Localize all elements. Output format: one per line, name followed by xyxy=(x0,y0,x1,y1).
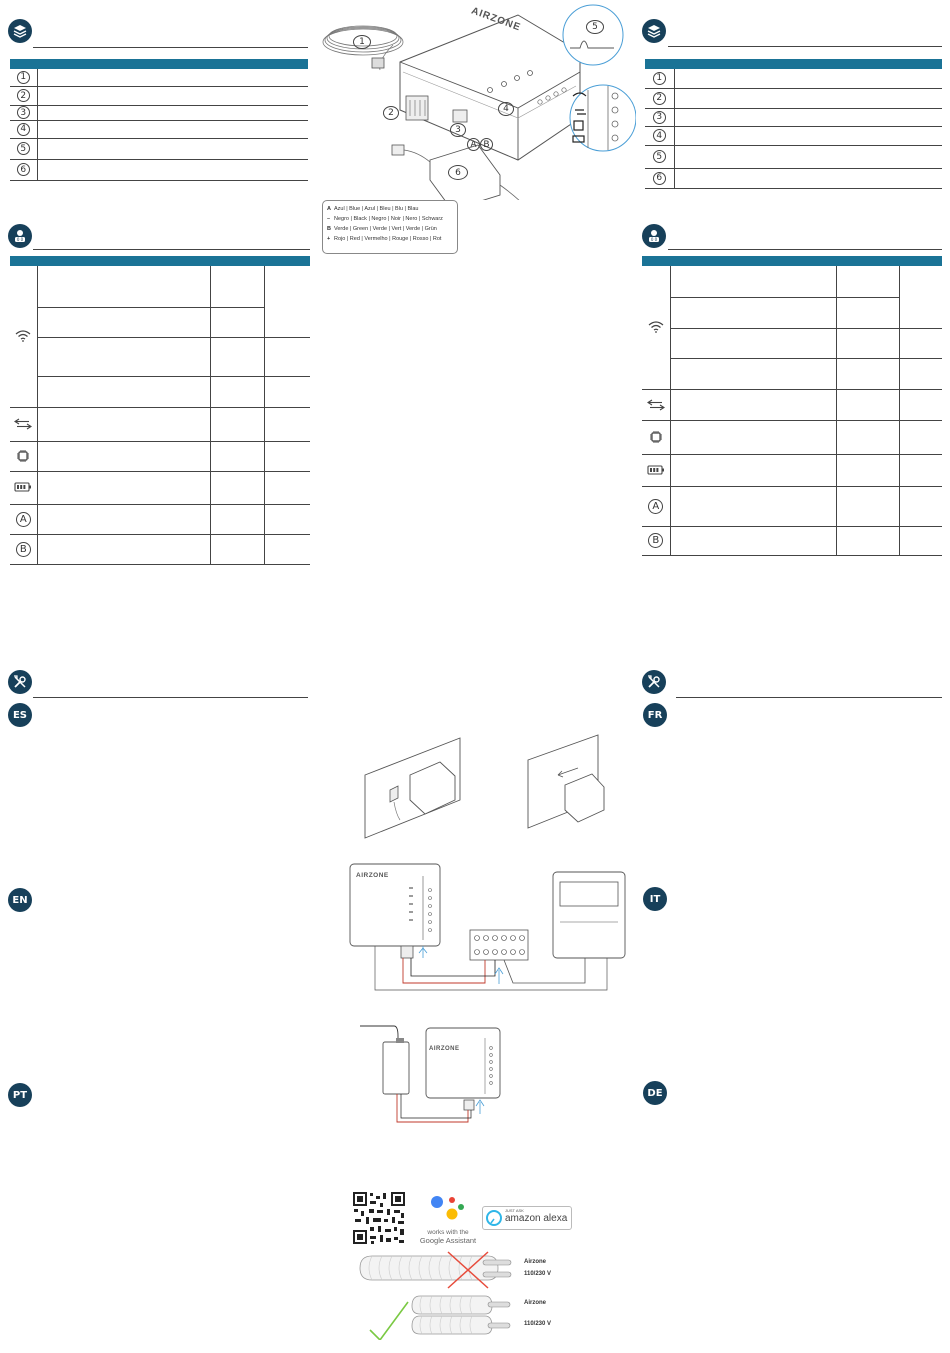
terminal-b-marker: B xyxy=(15,541,31,557)
component-number: 6 xyxy=(652,171,666,185)
google-line-1: works with the xyxy=(427,1229,469,1236)
layers-icon-badge xyxy=(8,19,32,43)
technician-icon-badge: 0 0 xyxy=(8,224,32,248)
legend-row: –Negro | Black | Negro | Noir | Nero | S… xyxy=(327,216,443,222)
alexa-big-text: amazon alexa xyxy=(505,1213,568,1224)
callout-6: 6 xyxy=(448,165,468,180)
component-number: 2 xyxy=(652,91,666,105)
power-supply-diagram xyxy=(360,1025,501,1123)
terminal-a-marker: A xyxy=(15,511,31,527)
cable-label-power-wrong: 110/230 V xyxy=(524,1271,552,1277)
section-rule xyxy=(668,249,942,250)
svg-text:0 0: 0 0 xyxy=(651,237,658,242)
google-assistant-text: works with the Google Assistant xyxy=(418,1229,478,1245)
svg-text:0 0: 0 0 xyxy=(17,237,24,242)
battery-icon xyxy=(647,464,664,475)
wifi-icon xyxy=(648,321,664,334)
led-table-right: A B xyxy=(642,256,942,556)
battery-icon xyxy=(14,482,32,492)
component-number: 1 xyxy=(652,71,666,85)
component-number: 5 xyxy=(652,150,666,163)
google-assistant-logo xyxy=(431,1196,464,1220)
language-badge-it: IT xyxy=(643,887,667,911)
cable-wrong-diagram xyxy=(359,1251,512,1289)
chip-icon xyxy=(649,431,662,443)
power-brand-logo: AIRZONE xyxy=(429,1046,460,1052)
legend-row: +Rojo | Red | Vermelho | Rouge | Rosso |… xyxy=(327,236,442,242)
technician-icon: 0 0 xyxy=(15,230,25,242)
language-badge-fr: FR xyxy=(643,703,667,727)
alexa-icon xyxy=(486,1210,502,1226)
cable-label-power-right: 110/230 V xyxy=(524,1321,552,1327)
transfer-arrows-icon xyxy=(14,418,33,430)
wiring-diagram xyxy=(349,863,626,991)
wiring-brand-logo: AIRZONE xyxy=(356,872,389,879)
section-rule xyxy=(676,697,942,698)
layers-icon xyxy=(647,25,661,38)
cable-right-diagram xyxy=(369,1295,511,1340)
component-number: 1 xyxy=(16,70,30,84)
google-line-2: Google Assistant xyxy=(419,1236,477,1245)
component-number: 6 xyxy=(16,163,30,176)
tools-icon-badge xyxy=(642,670,666,694)
tools-icon-badge xyxy=(8,670,32,694)
components-table-left: 1 2 3 4 5 6 xyxy=(10,59,308,181)
tools-icon xyxy=(648,675,660,688)
component-number: 4 xyxy=(16,122,30,136)
layers-icon xyxy=(13,25,27,38)
led-table-left: A B xyxy=(10,256,310,565)
section-rule xyxy=(33,697,308,698)
wall-mounting-diagram xyxy=(364,734,605,839)
component-number: 5 xyxy=(16,142,30,155)
language-badge-en: EN xyxy=(8,888,32,912)
component-number: 4 xyxy=(652,129,666,142)
cable-label-airzone-right: Airzone xyxy=(524,1300,547,1306)
transfer-arrows-icon xyxy=(646,399,665,410)
technician-icon: 0 0 xyxy=(649,230,659,242)
section-rule xyxy=(668,46,942,47)
section-rule xyxy=(33,249,310,250)
alexa-small-text: JUST ASK xyxy=(505,1208,524,1213)
wifi-icon xyxy=(15,330,31,343)
callout-1: 1 xyxy=(353,35,371,49)
component-number: 2 xyxy=(16,89,30,102)
callout-5: 5 xyxy=(586,20,604,34)
callout-2: 2 xyxy=(383,106,399,120)
components-table-right: 1 2 3 4 5 6 xyxy=(645,59,942,189)
language-badge-es: ES xyxy=(8,703,32,727)
technician-icon-badge: 0 0 xyxy=(642,224,666,248)
callout-a: A xyxy=(467,138,480,151)
callout-3: 3 xyxy=(450,123,466,137)
language-badge-de: DE xyxy=(643,1081,667,1105)
component-number: 3 xyxy=(16,106,30,119)
component-number: 3 xyxy=(652,110,666,124)
terminal-a-marker: A xyxy=(648,498,664,514)
product-exploded-diagram xyxy=(322,4,636,200)
section-rule xyxy=(33,47,308,48)
layers-icon-badge xyxy=(642,19,666,43)
qr-code xyxy=(352,1191,406,1245)
terminal-b-marker: B xyxy=(648,533,664,548)
language-badge-pt: PT xyxy=(8,1083,32,1107)
tools-icon xyxy=(14,675,26,688)
callout-4: 4 xyxy=(498,102,514,116)
callout-b: B xyxy=(480,138,493,151)
cable-label-airzone-wrong: Airzone xyxy=(524,1259,547,1265)
alexa-badge: JUST ASK amazon alexa xyxy=(482,1206,572,1230)
chip-icon xyxy=(17,450,30,462)
